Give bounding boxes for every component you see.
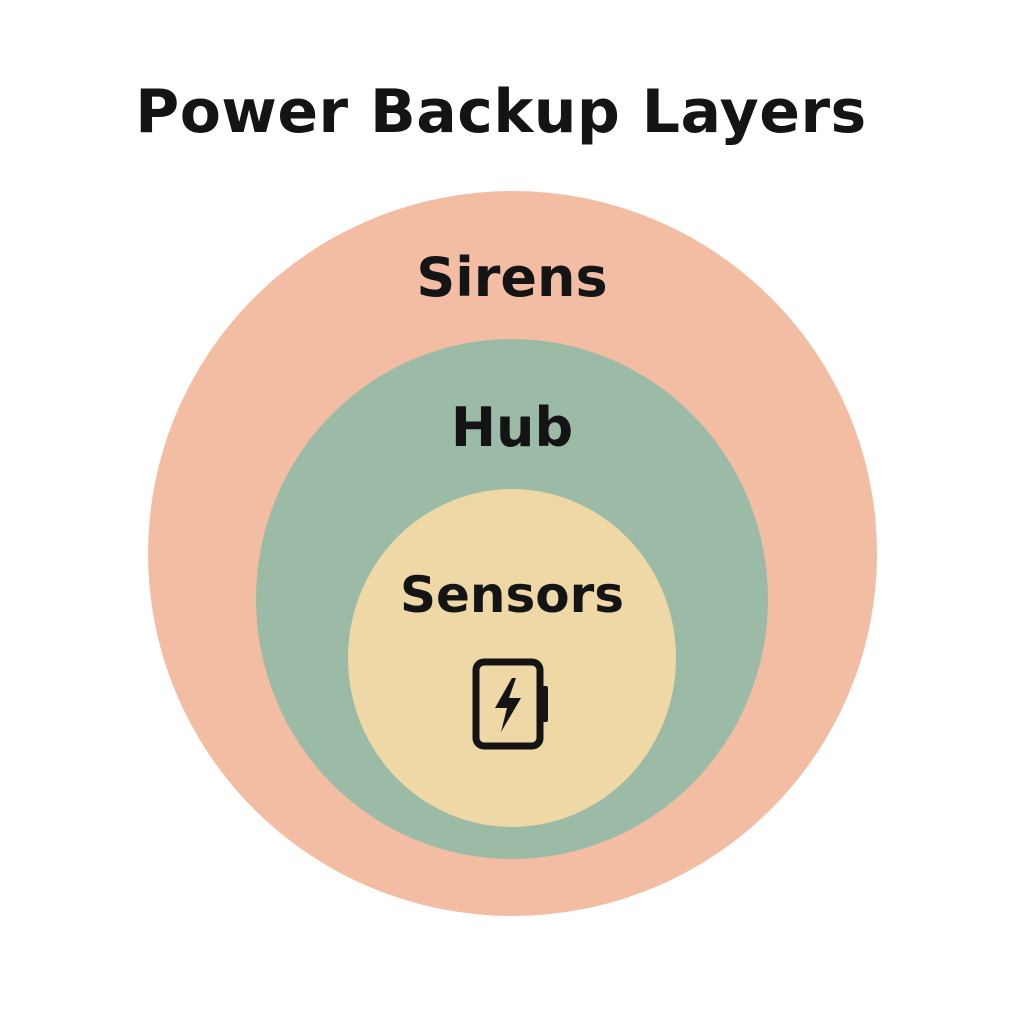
layer-hub-label: Hub bbox=[450, 396, 574, 459]
diagram-title: Power Backup Layers bbox=[135, 77, 867, 147]
layer-sirens-label: Sirens bbox=[416, 246, 608, 309]
battery-charging-icon bbox=[472, 658, 548, 750]
layer-sensors-label: Sensors bbox=[399, 566, 625, 624]
lightning-bolt bbox=[495, 678, 521, 732]
layer-sensors bbox=[348, 489, 676, 827]
battery-terminal bbox=[540, 686, 548, 722]
